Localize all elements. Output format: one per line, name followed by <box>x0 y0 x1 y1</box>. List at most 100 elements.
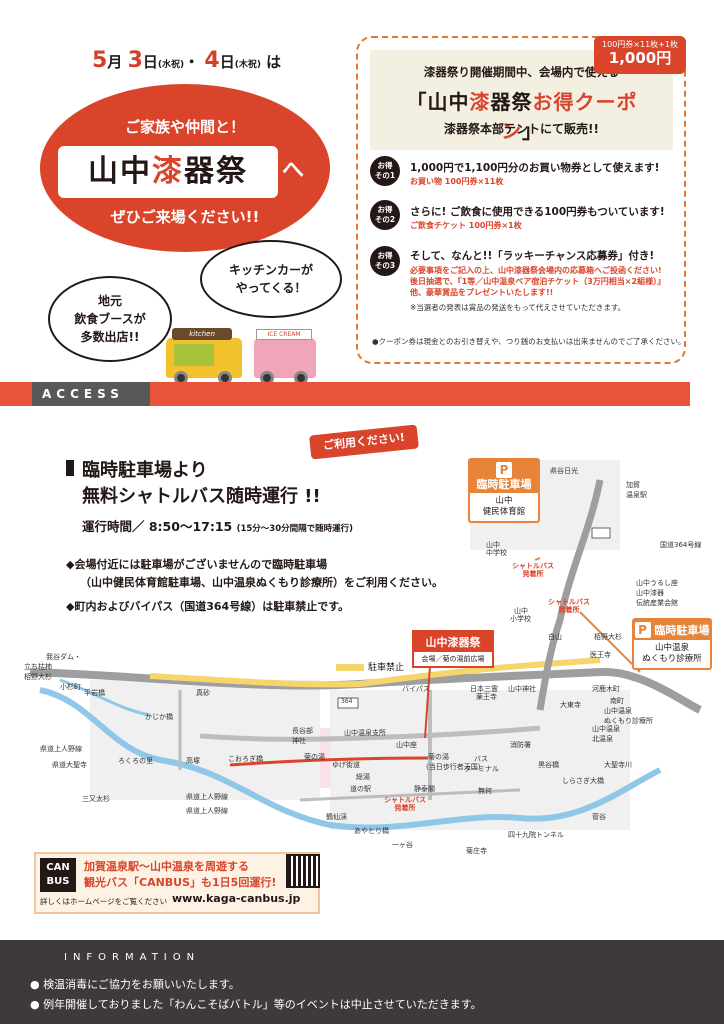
venue-card-location: 会場／菊の湯前広場 <box>421 655 485 663</box>
map-label: 三又太杉 <box>82 795 110 803</box>
map-label: 山中温泉 <box>592 725 620 733</box>
festival-logo-part-a: 山中 <box>88 154 152 189</box>
coupon-box <box>356 36 686 364</box>
no-parking-legend: 駐車禁止 <box>336 660 404 673</box>
map-label: 山中 <box>486 541 500 549</box>
kitchen-truck-illustration: kitchen <box>166 328 242 385</box>
access-heading: ACCESS <box>32 382 150 406</box>
coupon-price-badge: 100円券×11枚+1枚 1,000円 <box>594 36 686 74</box>
parking-card-gymnasium: P 臨時駐車場 山中 健民体育館 <box>468 458 540 523</box>
parking-card-header: P 臨時駐車場 <box>470 460 538 493</box>
shuttle-stop-label: 発着所 <box>394 804 416 812</box>
hero-line-3: ぜひご来場ください!! <box>110 208 260 226</box>
information-item-2: ● 例年開催しておりました「わんこそばバトル」等のイベントは中止させていただきま… <box>30 998 482 1011</box>
date-tail: は <box>266 53 282 71</box>
map-label: 道の駅 <box>350 785 371 793</box>
venue-card: 山中漆器祭 会場／菊の湯前広場 <box>412 630 494 668</box>
coupon-lead: 漆器祭り開催期間中、会場内で使える <box>423 65 620 79</box>
map-label: 栢野大杉 <box>594 633 622 641</box>
map-label: 河鹿木町 <box>592 685 620 693</box>
map-label: 無何 <box>478 787 492 795</box>
perk-badge-label: お得 <box>377 161 393 170</box>
coupon-title-part-b: 漆 <box>469 90 491 114</box>
map-label: 一ヶ谷 <box>392 841 413 849</box>
parking-card-header: P 臨時駐車場 <box>634 620 710 640</box>
hero-line-2-tail: へ <box>282 158 305 183</box>
map-label: バス <box>474 755 488 763</box>
map-label: 国道364号線 <box>660 541 702 549</box>
kitchen-car-bubble-line-2: やってくる！ <box>235 281 307 295</box>
information-section <box>0 940 724 1024</box>
ice-cream-truck-sign: ICE CREAM <box>256 329 312 340</box>
canbus-logo: CAN BUS <box>40 858 76 892</box>
coupon-title: 「山中漆器祭お得クーポン」 <box>386 86 658 144</box>
festival-logo: 山中漆器祭 <box>58 146 278 198</box>
map-label: 県道大聖寺 <box>52 761 87 769</box>
qr-code-icon[interactable] <box>286 854 320 888</box>
map-label: 高塚 <box>186 757 200 765</box>
title-marker-icon <box>66 460 74 476</box>
perk-3-sub-3: 他、豪華賞品をプレゼントいたします!! <box>410 288 554 297</box>
map-label: ろくろの里 <box>118 757 153 765</box>
parking-card-title: 臨時駐車場 <box>654 624 710 637</box>
shuttle-stop-label: 発着所 <box>558 606 580 614</box>
date-day-1-weekday: (水祝) <box>157 60 185 70</box>
map-label: 山中神社 <box>508 685 536 693</box>
map-label: 白山 <box>548 633 562 641</box>
coupon-title-part-c: 器祭 <box>490 90 533 114</box>
map-label: 黒谷橋 <box>538 761 559 769</box>
parking-card-line-1: 山中 <box>495 496 513 506</box>
map-label: こおろぎ橋 <box>228 755 263 763</box>
coupon-title-part-d: お得クーポン <box>501 90 638 143</box>
food-booth-bubble: 地元 飲食ブースが 多数出店!! <box>48 276 172 362</box>
map-label: あやとり橋 <box>354 827 389 835</box>
date-separator: ・ <box>184 53 200 71</box>
information-item-1: ● 検温消毒にご協力をお願いいたします。 <box>30 978 240 991</box>
canbus-line-3: 詳しくはホームページをご覧ください <box>40 897 168 906</box>
canbus-promo <box>34 852 320 914</box>
map-label: 薬王寺 <box>476 693 497 701</box>
map-label: 山中うるし座 <box>636 579 678 587</box>
date-day-2: 4 <box>204 48 220 73</box>
perk-badge-label: お得 <box>377 205 393 214</box>
area-map <box>29 460 702 831</box>
canbus-line-2: 観光バス「CANBUS」も1日5回運行! <box>84 876 277 889</box>
date-month-char: 月 <box>107 53 123 71</box>
map-label: 栢野大杉 <box>24 673 52 681</box>
perk-3-sub-1: 必要事項をご記入の上、山中漆器祭会場内の応募箱へご投函ください! <box>410 266 662 275</box>
shuttle-stop-label: シャトルバス <box>384 796 426 804</box>
map-label: 南町 <box>610 697 624 705</box>
shuttle-stop-label: シャトルバス <box>512 562 554 570</box>
map-label: 伝統産業会館 <box>636 599 678 607</box>
map-label: 菅谷 <box>592 813 606 821</box>
coupon-price-detail: 100円券×11枚+1枚 <box>602 40 678 49</box>
map-label: 菊の湯 <box>428 753 449 761</box>
hero-line-1: ご家族や仲間と！ <box>124 118 245 136</box>
parking-card-body: 山中 健民体育館 <box>470 493 538 521</box>
map-label: 四十九院トンネル <box>508 831 564 839</box>
perk-2-sub: ご飲食チケット 100円券×1枚 <box>410 221 522 230</box>
map-label: 医王寺 <box>590 651 611 659</box>
route-364-shield: 364 <box>341 698 353 705</box>
map-label: ゆげ街道 <box>332 761 360 769</box>
perk-3-sub-2: 後日抽選で、『1等／山中温泉ペア宿泊チケット（3万円相当×2組様）』 <box>410 277 666 286</box>
shuttle-stop-label: 発着所 <box>522 570 544 578</box>
canbus-url-link[interactable]: www.kaga-canbus.jp <box>172 892 301 905</box>
parking-note-1: ◆会場付近には駐車場がございませんので臨時駐車場 <box>66 558 328 571</box>
coupon-footnote: ●クーポン券は現金とのお引き替えや、つり銭のお支払いは出来ませんのでご了承くださ… <box>372 337 686 346</box>
date-day-1-char: 日 <box>142 53 158 71</box>
food-booth-bubble-line-2: 飲食ブースが <box>74 312 146 326</box>
kitchen-car-bubble: キッチンカーが やってくる！ <box>200 240 342 318</box>
map-label: 大聖寺川 <box>604 761 632 769</box>
shuttle-title-1: 臨時駐車場より <box>82 460 208 481</box>
map-label: 小学校 <box>510 615 531 623</box>
map-label: 消防署 <box>510 741 531 749</box>
shuttle-title-2: 無料シャトルバス随時運行 !! <box>82 486 321 507</box>
ice-cream-truck-illustration: ICE CREAM <box>254 329 316 385</box>
parking-card-line-2: ぬくもり診療所 <box>642 654 702 664</box>
perk-badge-number: その2 <box>374 215 396 224</box>
canbus-logo-line-1: CAN <box>46 862 70 873</box>
coupon-sales-location: 漆器祭本部テントにて販売!! <box>444 122 599 136</box>
operating-hours-value: 運行時間／ 8:50～17:15 <box>82 519 233 534</box>
map-label: 山中温泉支所 <box>344 729 386 737</box>
